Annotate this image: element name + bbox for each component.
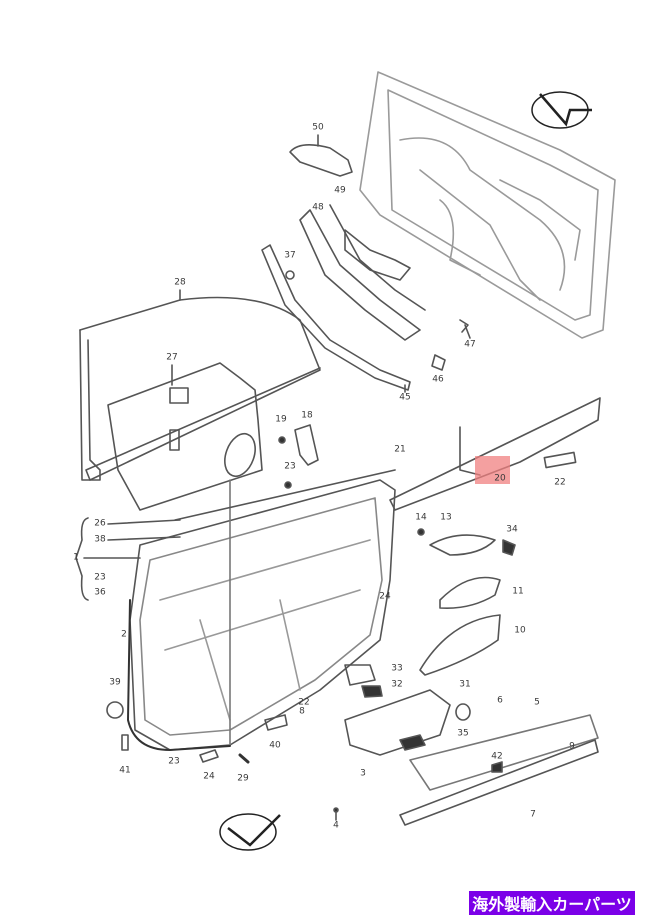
callout-label: 21 <box>394 444 406 455</box>
callout-label: 7 <box>530 809 536 820</box>
callout-label: 24 <box>379 591 391 602</box>
callout-label: 18 <box>301 410 313 421</box>
part-3-switch-panel <box>344 689 451 756</box>
callout-label: 3 <box>360 768 366 779</box>
callout-label: 23 <box>284 461 296 472</box>
callout-label: 39 <box>109 677 121 688</box>
callout-label: 33 <box>391 663 403 674</box>
callout-label: 13 <box>440 512 452 523</box>
callout-label: 36 <box>94 587 106 598</box>
callout-label: 38 <box>94 534 106 545</box>
part-48-49-strips <box>299 209 421 341</box>
callout-label: 22 <box>298 697 310 708</box>
callout-label: 22 <box>554 477 566 488</box>
callout-label: 45 <box>399 392 411 403</box>
part-45-strip <box>261 244 411 391</box>
callout-label: 26 <box>94 518 106 529</box>
callout-label: 2 <box>121 629 127 640</box>
part-27-membrane <box>107 362 263 511</box>
callout-label: 20 <box>494 473 506 484</box>
callout-label: 41 <box>119 765 131 776</box>
callout-label: 42 <box>491 751 503 762</box>
callout-label: 47 <box>464 339 476 350</box>
part-7-rail <box>399 739 599 826</box>
callout-label: 8 <box>299 706 305 717</box>
callout-label: 10 <box>514 625 526 636</box>
callout-label: 48 <box>312 202 324 213</box>
upper-door-panel <box>359 71 616 339</box>
callout-label: 9 <box>569 741 575 752</box>
part-20-armrest <box>389 397 601 511</box>
callout-label: 32 <box>391 679 403 690</box>
callout-label: 49 <box>334 185 346 196</box>
part-28-seal <box>79 296 321 481</box>
callout-label: 29 <box>237 773 249 784</box>
callout-label: 1 <box>73 552 79 563</box>
highlight-marker <box>475 456 510 484</box>
part-13-handle <box>429 534 496 556</box>
callout-label: 27 <box>166 352 178 363</box>
callout-label: 40 <box>269 740 281 751</box>
callout-label: 34 <box>506 524 518 535</box>
callout-label: 19 <box>275 414 287 425</box>
callout-label: 31 <box>459 679 471 690</box>
callout-label: 23 <box>94 572 106 583</box>
watermark-text: 海外製輸入カーパーツ <box>472 895 632 914</box>
callout-label: 11 <box>512 586 524 597</box>
part-10-cover <box>419 614 501 676</box>
part-50 <box>289 144 353 177</box>
callout-label: 6 <box>497 695 503 706</box>
main-door-panel <box>129 469 396 751</box>
callout-label: 14 <box>415 512 427 523</box>
orientation-symbol-bottom <box>219 813 281 851</box>
orientation-symbol-top <box>531 91 592 129</box>
callout-label: 50 <box>312 122 324 133</box>
watermark-badge: 海外製輸入カーパーツ <box>469 891 635 915</box>
part-11-cover <box>439 576 501 610</box>
part-5-sill <box>409 714 599 791</box>
callout-label: 24 <box>203 771 215 782</box>
callout-label: 35 <box>457 728 469 739</box>
callout-label: 23 <box>168 756 180 767</box>
callout-label: 5 <box>534 697 540 708</box>
callout-label: 4 <box>333 820 339 831</box>
callout-label: 46 <box>432 374 444 385</box>
callout-label: 28 <box>174 277 186 288</box>
callout-label: 37 <box>284 250 296 261</box>
